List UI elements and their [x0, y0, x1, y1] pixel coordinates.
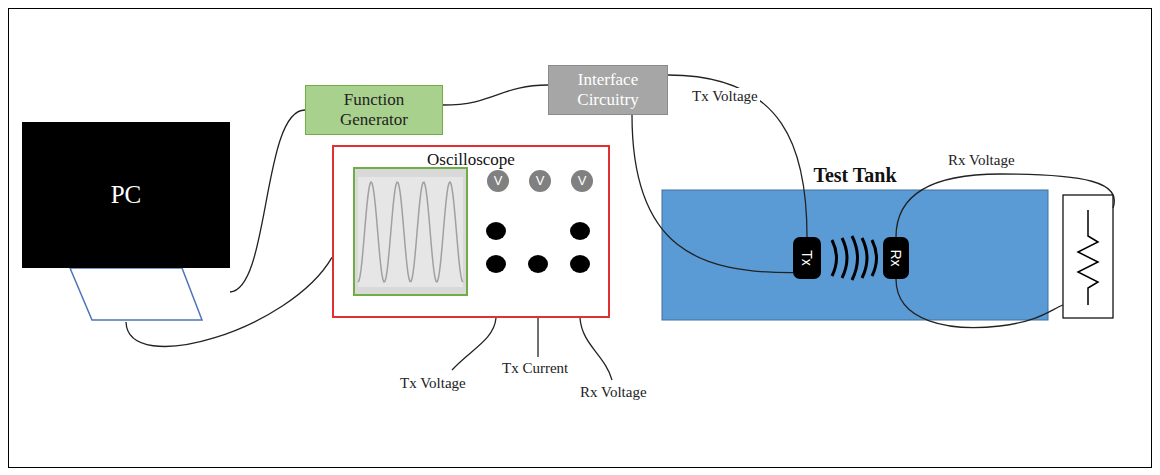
probe-socket — [570, 255, 590, 273]
oscilloscope: OscilloscopeV V V — [332, 145, 610, 318]
sine-trace — [358, 182, 463, 282]
rx-wire — [896, 174, 1114, 237]
frame — [9, 9, 1152, 468]
scope-panel — [334, 147, 608, 316]
node-label: V — [494, 174, 503, 189]
signal-label: Tx Voltage — [398, 375, 468, 392]
probe-socket — [486, 255, 506, 273]
probe-socket — [528, 255, 548, 273]
cable — [443, 85, 548, 105]
pc-screen: PC — [22, 122, 230, 268]
pc: PC — [22, 122, 230, 322]
tank-water — [662, 190, 1048, 320]
wave-arc — [862, 238, 867, 278]
probe-socket — [486, 222, 506, 240]
rx-wire — [896, 279, 1063, 328]
node-label: Function Generator — [324, 90, 424, 129]
tx-transducer: Tx — [793, 237, 821, 279]
resistor-symbol — [1078, 210, 1098, 305]
node-label: Interface Circuitry — [562, 70, 654, 109]
interface-box: Interface Circuitry — [548, 65, 668, 115]
node-label: PC — [111, 181, 142, 210]
probe-wire — [537, 318, 538, 357]
cable — [668, 75, 807, 237]
probe-socket — [570, 222, 590, 240]
node-label: Rx — [888, 249, 904, 266]
test-tank: Test TankTxRx — [662, 160, 1048, 320]
wave-arc — [872, 240, 877, 276]
rx-transducer: Rx — [883, 237, 909, 279]
sound-waves — [832, 236, 877, 280]
voltage-dial: V — [571, 170, 593, 192]
voltage-dial: V — [529, 170, 551, 192]
cable — [230, 110, 305, 292]
signal-label: Rx Voltage — [578, 384, 649, 401]
node-label: Tx — [799, 250, 815, 266]
scope-trace-panel — [358, 177, 463, 287]
function-generator: Function Generator — [305, 85, 443, 135]
wave-arc — [852, 236, 858, 280]
scope-screen — [354, 168, 467, 295]
signal-label: Rx Voltage — [946, 152, 1017, 169]
cable — [632, 115, 793, 273]
voltage-dial: V — [487, 170, 509, 192]
wave-arc — [832, 240, 837, 276]
node-label: V — [536, 174, 545, 189]
wave-arc — [842, 238, 847, 278]
signal-label: Tx Voltage — [690, 88, 760, 105]
load-box — [1063, 195, 1113, 318]
signal-label: Tx Current — [500, 360, 570, 377]
stand-outline — [70, 268, 202, 320]
node-label: Oscilloscope — [334, 150, 608, 170]
probe-wire — [580, 318, 612, 380]
node-label: V — [578, 174, 587, 189]
probe-wire — [452, 318, 496, 370]
